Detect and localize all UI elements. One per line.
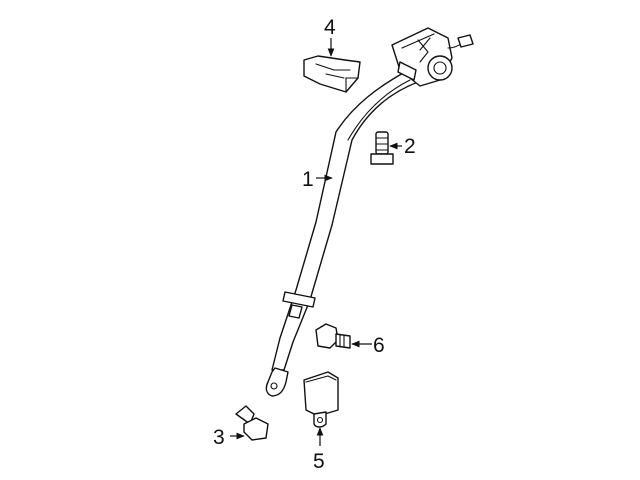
callout-1: 1 <box>302 168 314 191</box>
callout-5: 5 <box>313 450 325 473</box>
buckle-fastener <box>235 405 269 441</box>
callout-3: 3 <box>213 426 225 449</box>
leader-lines <box>230 38 402 446</box>
anchor-bolt <box>315 323 351 349</box>
retractor-bolt <box>370 131 394 165</box>
callout-6: 6 <box>373 334 385 357</box>
callout-2: 2 <box>404 135 416 158</box>
retractor-cover-bracket <box>303 55 361 93</box>
callout-4: 4 <box>324 16 336 39</box>
seat-belt-retractor <box>391 27 474 87</box>
seat-belt-buckle <box>303 371 339 428</box>
seat-belt-webbing <box>265 71 419 397</box>
